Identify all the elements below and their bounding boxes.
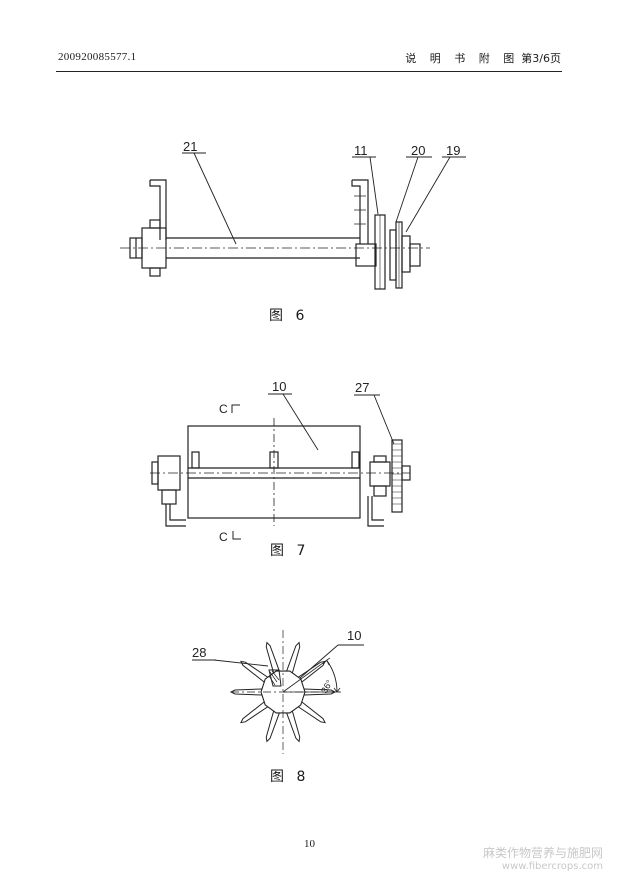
section-mark-c-top: C [219,402,228,416]
section-mark-c-bottom: C [219,530,228,544]
fig6-label-20: 20 [411,143,425,158]
figure-7-caption: 图 7 [270,543,310,559]
fig8-label-10: 10 [347,628,361,643]
page-number: 10 [304,838,315,850]
angle-label: 36° [319,678,335,695]
section-title: 说 明 书 附 图第3/6页 [405,50,561,66]
fig6-label-21: 21 [183,139,197,154]
fig6-label-19: 19 [446,143,460,158]
watermark-line-1: 麻类作物营养与施肥网 [482,845,603,860]
page-indicator: 第3/6页 [521,52,561,65]
figure-8-caption: 图 8 [270,769,310,785]
fig8-label-28: 28 [192,645,206,660]
watermark: 麻类作物营养与施肥网 www.fibercrops.com [483,846,603,874]
header-rule [56,71,562,72]
figure-6-caption: 图 6 [269,308,309,324]
fig6-label-11: 11 [354,143,368,158]
fig7-label-10: 10 [272,379,286,394]
section-title-text: 说 明 书 附 图 [405,52,520,65]
patent-number: 200920085577.1 [58,51,137,63]
watermark-line-2: www.fibercrops.com [501,860,603,872]
fig7-label-27: 27 [355,380,369,395]
